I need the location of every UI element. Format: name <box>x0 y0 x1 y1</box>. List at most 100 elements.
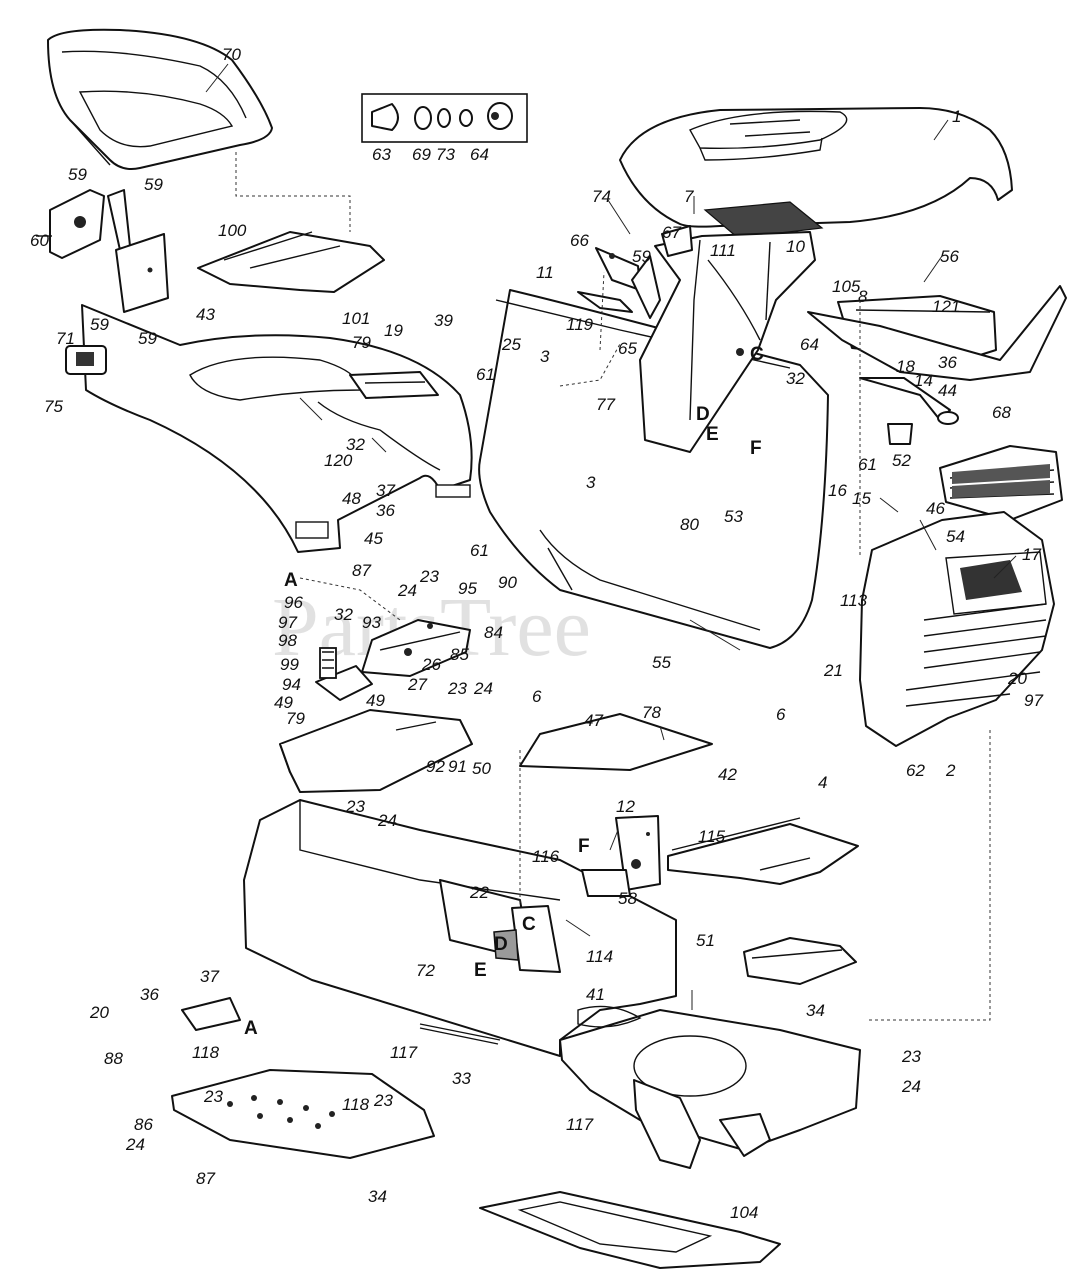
callout-59b: 59 <box>144 175 163 194</box>
callout-79b: 79 <box>286 709 305 728</box>
callout-59a: 59 <box>68 165 87 184</box>
callout-95: 95 <box>458 579 477 598</box>
callout-22: 22 <box>469 883 489 902</box>
callout-6a: 6 <box>532 687 542 706</box>
seat-mounting-plate <box>197 231 385 293</box>
connection-letters: A A C C D D E E F F <box>244 344 764 1039</box>
callout-45: 45 <box>364 529 383 548</box>
callout-66: 66 <box>570 231 589 250</box>
callout-115: 115 <box>698 827 726 846</box>
callout-48: 48 <box>342 489 361 508</box>
callout-18: 18 <box>896 357 915 376</box>
callout-72: 72 <box>416 961 435 980</box>
marker-e-top: E <box>706 424 719 445</box>
callout-55: 55 <box>652 653 671 672</box>
callout-50: 50 <box>472 759 491 778</box>
lift-assembly <box>315 619 471 701</box>
hood <box>619 107 1013 228</box>
callout-78: 78 <box>642 703 661 722</box>
marker-f-bottom: F <box>578 836 590 857</box>
callout-91: 91 <box>448 757 467 776</box>
marker-d-top: D <box>696 404 710 425</box>
callout-113: 113 <box>840 591 868 610</box>
callout-52: 52 <box>892 451 911 470</box>
callout-23d: 23 <box>203 1087 223 1106</box>
callout-61a: 61 <box>476 365 495 384</box>
callout-104: 104 <box>730 1203 758 1222</box>
fender <box>81 304 473 553</box>
callout-97b: 97 <box>1024 691 1043 710</box>
callout-56: 56 <box>940 247 959 266</box>
callout-59c: 59 <box>90 315 109 334</box>
callout-32a: 32 <box>786 369 805 388</box>
callout-88: 88 <box>104 1049 123 1068</box>
callout-15: 15 <box>852 489 871 508</box>
callout-24a: 24 <box>397 581 417 600</box>
callout-24d: 24 <box>901 1077 921 1096</box>
callout-24c: 24 <box>377 811 397 830</box>
callout-42: 42 <box>718 765 737 784</box>
callout-69: 69 <box>412 145 431 164</box>
callout-80: 80 <box>680 515 699 534</box>
callout-23a: 23 <box>419 567 439 586</box>
callout-74: 74 <box>592 187 611 206</box>
callout-64b: 64 <box>800 335 819 354</box>
footplate-left <box>171 1069 435 1159</box>
main-frame <box>243 799 861 1169</box>
ref-line-console <box>599 271 605 351</box>
callout-24b: 24 <box>473 679 493 698</box>
callout-34a: 34 <box>806 1001 825 1020</box>
callout-79a: 79 <box>352 333 371 352</box>
callout-73: 73 <box>436 145 455 164</box>
callout-117a: 117 <box>390 1043 418 1062</box>
callout-68: 68 <box>992 403 1011 422</box>
callout-19: 19 <box>384 321 403 340</box>
callout-39: 39 <box>434 311 453 330</box>
marker-f-top: F <box>750 438 762 459</box>
callout-16: 16 <box>828 481 847 500</box>
callout-87b: 87 <box>196 1169 215 1188</box>
callout-23c: 23 <box>345 797 365 816</box>
callout-59e: 59 <box>632 247 651 266</box>
callout-4: 4 <box>818 773 827 792</box>
callout-62: 62 <box>906 761 925 780</box>
callout-86: 86 <box>134 1115 153 1134</box>
callout-64: 64 <box>470 145 489 164</box>
callout-61b: 61 <box>858 455 877 474</box>
callout-32b: 32 <box>346 435 365 454</box>
fender-bracket <box>181 997 241 1031</box>
callout-63: 63 <box>372 145 391 164</box>
callout-41: 41 <box>586 985 605 1004</box>
callout-111: 111 <box>710 241 736 260</box>
callout-120: 120 <box>324 451 353 470</box>
hood-screen <box>703 201 824 239</box>
callout-7: 7 <box>684 187 694 206</box>
callout-65: 65 <box>618 339 637 358</box>
callout-21: 21 <box>823 661 843 680</box>
ref-line-dash <box>559 343 621 387</box>
callout-97a: 97 <box>278 613 297 632</box>
callout-96: 96 <box>284 593 303 612</box>
callout-23f: 23 <box>373 1091 393 1110</box>
callout-71: 71 <box>56 329 75 348</box>
callout-49b: 49 <box>366 691 385 710</box>
callout-34b: 34 <box>368 1187 387 1206</box>
callout-58: 58 <box>618 889 637 908</box>
callout-36a: 36 <box>938 353 957 372</box>
grille-insert <box>939 445 1063 521</box>
callout-43: 43 <box>196 305 215 324</box>
callout-98: 98 <box>278 631 297 650</box>
callout-49a: 49 <box>274 693 293 712</box>
callout-75: 75 <box>44 397 63 416</box>
front-nose-housing <box>859 511 1055 747</box>
callout-23e: 23 <box>901 1047 921 1066</box>
callout-53: 53 <box>724 507 743 526</box>
callout-20b: 20 <box>89 1003 109 1022</box>
callout-67: 67 <box>662 223 681 242</box>
callout-46: 46 <box>926 499 945 518</box>
callout-119: 119 <box>566 315 594 334</box>
floor-mat <box>479 1191 781 1269</box>
callout-1: 1 <box>952 107 961 126</box>
callout-10: 10 <box>786 237 805 256</box>
